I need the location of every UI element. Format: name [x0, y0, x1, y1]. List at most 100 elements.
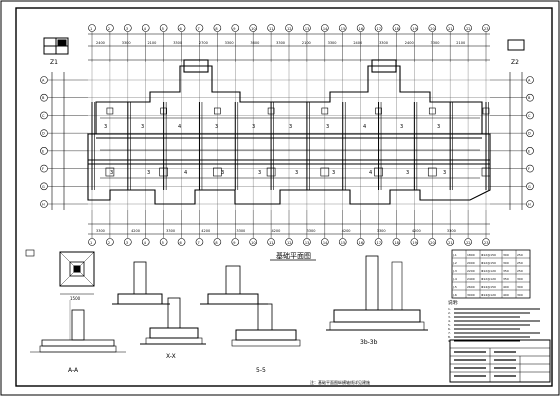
- room-mark: 3: [443, 170, 446, 176]
- note-number: 1.: [448, 307, 451, 311]
- axis-bubble-bottom: [124, 238, 132, 246]
- axis-label-right: G: [528, 185, 531, 189]
- axis-label-top: 19: [412, 27, 416, 31]
- dim-text-bottom: 3300: [377, 229, 386, 233]
- axis-label-top: 8: [215, 27, 217, 31]
- schedule-cell: 300: [517, 277, 523, 281]
- axis-bubble-left: [40, 164, 48, 173]
- dim-text-top: 2700: [199, 41, 208, 45]
- dim-text-top: 2100: [302, 41, 311, 45]
- dim-text-bottom: 4200: [201, 229, 210, 233]
- axis-bubble-left: [40, 147, 48, 155]
- axis-bubble-top: [321, 24, 329, 32]
- axis-label-right: H: [528, 203, 531, 207]
- axis-bubble-left: [40, 111, 48, 120]
- dim-text-top: 3300: [122, 41, 131, 45]
- section-a-a-label: A-A: [68, 367, 79, 374]
- axis-label-left: A: [42, 79, 45, 83]
- axis-label-left: E: [42, 149, 44, 153]
- dim-text-bottom: 3300: [236, 229, 245, 233]
- room-mark: 3: [110, 170, 113, 176]
- dim-text-top: 3300: [173, 41, 182, 45]
- schedule-cell: 250: [517, 261, 523, 265]
- axis-label-top: 12: [287, 27, 291, 31]
- schedule-cell: 400: [503, 293, 509, 297]
- axis-bubble-bottom: [106, 238, 114, 246]
- note-number: 7.: [448, 331, 451, 335]
- axis-bubble-top: [356, 24, 365, 32]
- axis-label-left: F: [42, 167, 44, 171]
- detail-a-a: 1500: [25, 249, 95, 301]
- key-tag-z2: Z2: [511, 59, 519, 66]
- note-number: 4.: [448, 319, 451, 323]
- axis-bubble-bottom: [374, 238, 383, 246]
- axis-label-right: E: [528, 149, 530, 153]
- schedule-cell: 350: [503, 269, 509, 273]
- axis-bubble-bottom: [285, 238, 293, 246]
- axis-bubble-bottom: [356, 238, 365, 246]
- note-number: 8.: [448, 335, 451, 339]
- room-mark: 3: [252, 124, 255, 130]
- schedule-cell: 2400: [467, 277, 475, 281]
- section-mid: [200, 265, 268, 305]
- axis-label-top: 10: [251, 27, 255, 31]
- axis-bubble-bottom: [195, 238, 204, 246]
- schedule-cell: Φ14@120: [481, 293, 496, 297]
- section-a-a: A-A: [30, 300, 126, 374]
- axis-label-right: C: [528, 114, 531, 118]
- room-mark: 3: [147, 170, 150, 176]
- schedule-cell: J-3: [452, 269, 457, 273]
- schedule-cell: 400: [503, 285, 509, 289]
- dim-text-bottom: 4200: [271, 229, 280, 233]
- axis-bubble-left: [40, 200, 48, 208]
- dim-text-bottom: 3300: [447, 229, 456, 233]
- section-3b-3b: 3b-3b: [326, 255, 428, 346]
- room-mark: 3: [406, 170, 409, 176]
- axis-label-bottom: 13: [305, 241, 309, 245]
- schedule-cell: Φ14@150: [481, 285, 496, 289]
- dim-text-top: 2400: [353, 41, 362, 45]
- axis-label-top: 18: [394, 27, 398, 31]
- axis-label-bottom: 1: [90, 241, 92, 245]
- schedule-cell: Φ12@150: [481, 261, 496, 265]
- axis-label-top: 5: [162, 27, 164, 31]
- axis-bubble-top: [338, 24, 347, 32]
- dim-text-top: 3300: [225, 41, 234, 45]
- axis-bubble-right: [526, 111, 534, 120]
- axis-label-left: G: [42, 185, 45, 189]
- axis-bubble-bottom: [88, 238, 96, 246]
- axis-label-bottom: 18: [394, 241, 398, 245]
- schedule-cell: 250: [517, 269, 523, 273]
- axis-bubble-bottom: [338, 238, 347, 246]
- axis-label-top: 17: [377, 27, 381, 31]
- axis-bubble-bottom: [482, 238, 490, 246]
- dim-text-bottom: 4200: [412, 229, 421, 233]
- axis-bubble-right: [526, 200, 534, 208]
- schedule-cell: 350: [503, 277, 509, 281]
- axis-bubble-top: [410, 24, 419, 32]
- axis-label-bottom: 5: [162, 241, 164, 245]
- axis-label-bottom: 16: [359, 241, 363, 245]
- general-notes: 说明: 1.2.3.4.5.6.7.8.9.: [448, 299, 540, 343]
- key-tag-z1: Z1: [50, 59, 58, 66]
- note-number: 5.: [448, 323, 451, 327]
- axis-bubble-bottom: [410, 238, 419, 246]
- axis-label-top: 13: [305, 27, 309, 31]
- section-5-5-label: 5-5: [256, 367, 266, 374]
- axis-label-top: 11: [269, 27, 273, 31]
- axis-label-top: 1: [90, 27, 92, 31]
- room-mark: 3: [289, 124, 292, 130]
- axis-label-top: 9: [233, 27, 235, 31]
- key-plan-left: Z1: [43, 37, 69, 66]
- axis-label-bottom: 19: [412, 241, 416, 245]
- axis-label-bottom: 11: [269, 241, 273, 245]
- dim-text-bottom: 3300: [307, 229, 316, 233]
- footer-note: 注：基础平面图纵横轴线详见建施: [310, 379, 370, 385]
- axis-label-top: 15: [341, 27, 345, 31]
- axis-bubble-top: [374, 24, 383, 32]
